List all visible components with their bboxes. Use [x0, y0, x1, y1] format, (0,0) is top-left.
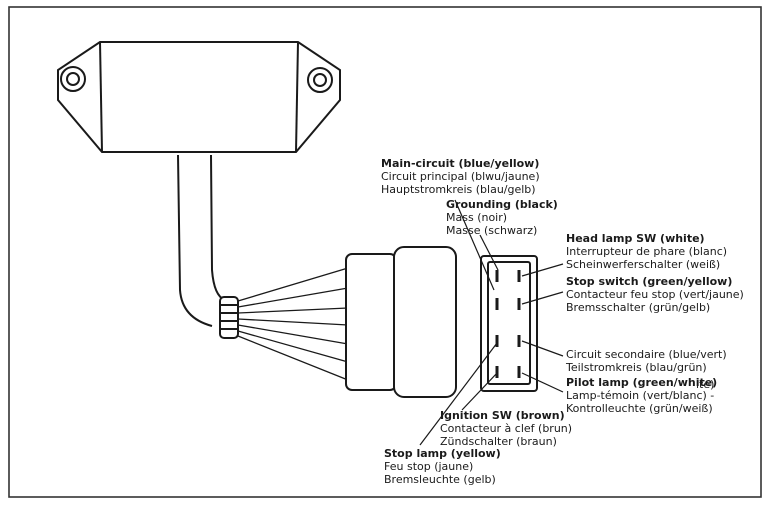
outer-frame — [8, 6, 762, 498]
label-main-circuit: Main-circuit (blue/yellow) Circuit princ… — [381, 157, 540, 196]
label-stop-lamp: Stop lamp (yellow) Feu stop (jaune) Brem… — [384, 447, 501, 486]
label-ignition: Ignition SW (brown) Contacteur à clef (b… — [440, 409, 573, 448]
regulator-body — [57, 41, 341, 153]
label-pilot-lamp-overprint: ite) — [696, 378, 715, 391]
leader-secondary-circuit — [521, 340, 564, 357]
leader-head-lamp — [521, 263, 564, 277]
mounting-hole-left — [60, 66, 86, 92]
label-head-lamp: Head lamp SW (white) Interrupteur de pha… — [566, 232, 728, 271]
leader-stop-lamp — [419, 342, 498, 446]
leader-grounding — [479, 234, 499, 271]
leader-pilot-lamp — [521, 372, 564, 393]
harness-clamp — [219, 296, 239, 339]
leader-stop-switch — [521, 291, 564, 305]
connector-face — [480, 255, 538, 392]
wire-harness — [177, 154, 226, 327]
leader-ignition — [461, 371, 499, 411]
connector-wires — [237, 267, 349, 381]
label-grounding: Grounding (black) Mass (noir) Masse (sch… — [446, 198, 558, 237]
connector-terminals — [495, 270, 521, 378]
connector-side-view — [345, 246, 457, 398]
mounting-hole-right — [307, 67, 333, 93]
label-pilot-lamp: Pilot lamp (green/white) Lamp-témoin (ve… — [566, 376, 718, 415]
label-stop-switch: Stop switch (green/yellow) Contacteur fe… — [566, 275, 744, 314]
leader-main-circuit — [454, 199, 495, 291]
label-secondary-circuit: Circuit secondaire (blue/vert) Teilstrom… — [566, 348, 727, 374]
leader-lines — [419, 199, 564, 446]
